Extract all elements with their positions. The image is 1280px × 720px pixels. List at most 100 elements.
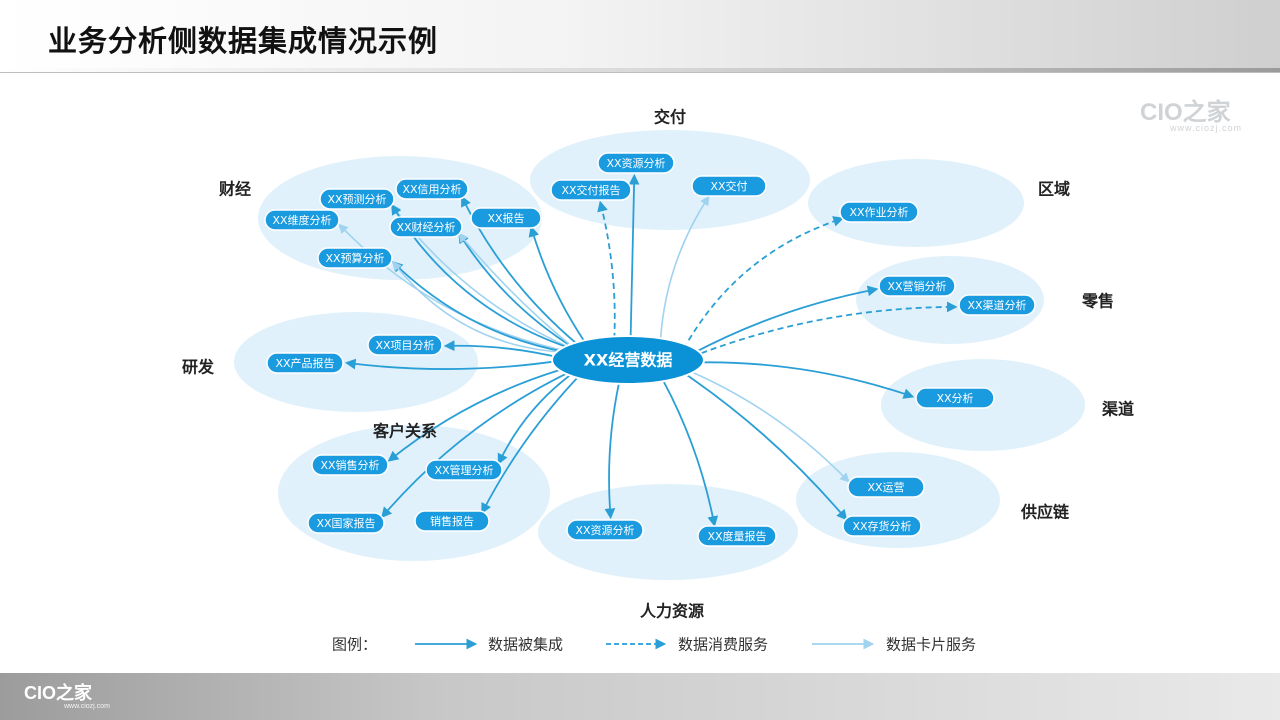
edge-solid-to-country-report: [380, 369, 573, 519]
node-report[interactable]: XX报告: [470, 207, 542, 229]
node-marketing-analysis[interactable]: XX营销分析: [878, 275, 956, 297]
node-forecast-analysis[interactable]: XX预测分析: [319, 188, 395, 210]
node-channel-analysis[interactable]: XX渠道分析: [958, 294, 1036, 316]
node-credit-analysis[interactable]: XX信用分析: [395, 178, 469, 200]
node-country-report-pill: [307, 512, 385, 534]
node-management-analysis-label: XX管理分析: [434, 463, 493, 477]
node-sales-analysis[interactable]: XX销售分析: [311, 454, 389, 476]
edge-light-to-budget-analysis: [392, 260, 568, 354]
node-report-label: XX报告: [487, 211, 524, 225]
edge-dashed-to-delivery-report: [597, 200, 616, 339]
node-channel-xx-analysis-pill: [915, 387, 995, 409]
node-channel-xx-analysis-label: XX分析: [936, 391, 973, 405]
legend-title: 图例：: [332, 636, 377, 654]
node-product-report-pill: [266, 352, 344, 374]
node-credit-analysis-pill: [395, 178, 469, 200]
node-finance-analysis[interactable]: XX财经分析: [389, 216, 463, 238]
node-management-analysis[interactable]: XX管理分析: [425, 459, 503, 481]
node-dimension-analysis[interactable]: XX维度分析: [264, 209, 340, 231]
edge-light-to-operations: [685, 368, 850, 483]
cluster-hr-label: 人力资源: [640, 602, 704, 621]
node-finance-analysis-label: XX财经分析: [396, 220, 455, 234]
node-project-analysis-pill: [367, 334, 443, 356]
title-bar: 业务分析侧数据集成情况示例: [0, 0, 1280, 73]
legend-label-light: 数据卡片服务: [886, 636, 976, 654]
node-budget-analysis[interactable]: XX预算分析: [317, 247, 393, 269]
node-forecast-analysis-label: XX预测分析: [327, 192, 386, 206]
edge-dashed-to-operation-analysis: [682, 216, 845, 350]
edge-solid-to-budget-analysis: [391, 260, 568, 354]
edge-solid-to-delivery-resource-analysis: [628, 173, 640, 339]
node-delivery[interactable]: XX交付: [691, 175, 767, 197]
footer-logo: CIO之家: [24, 683, 93, 703]
watermark-logo-text: CIO之家: [1139, 99, 1231, 126]
node-operations-label: XX运营: [867, 480, 904, 494]
node-channel-xx-analysis[interactable]: XX分析: [915, 387, 995, 409]
edge-light-to-finance-analysis: [458, 232, 575, 349]
node-operation-analysis-pill: [839, 201, 919, 223]
node-delivery-report-label: XX交付报告: [561, 183, 620, 197]
node-inventory-analysis-pill: [842, 515, 922, 537]
node-project-analysis-label: XX项目分析: [375, 338, 434, 352]
node-delivery-report[interactable]: XX交付报告: [550, 179, 632, 201]
edge-solid-to-sales-analysis: [387, 366, 568, 462]
node-budget-analysis-label: XX预算分析: [325, 251, 384, 265]
node-credit-analysis-label: XX信用分析: [402, 182, 461, 196]
node-metrics-report-label: XX度量报告: [707, 529, 766, 543]
node-marketing-analysis-label: XX营销分析: [887, 279, 946, 293]
node-budget-analysis-pill: [317, 247, 393, 269]
edge-solid-to-metrics-report: [661, 377, 719, 528]
node-dimension-analysis-label: XX维度分析: [272, 213, 331, 227]
node-channel-analysis-pill: [958, 294, 1036, 316]
cluster-delivery-label: 交付: [654, 108, 686, 127]
node-sales-report-label: 销售报告: [430, 514, 474, 528]
hub-node-label: XX经营数据: [584, 351, 673, 370]
footer-bar: CIO之家 www.ciozj.com: [0, 673, 1280, 720]
node-inventory-analysis-label: XX存货分析: [852, 519, 911, 533]
node-management-analysis-pill: [425, 459, 503, 481]
node-operation-analysis-label: XX作业分析: [849, 205, 908, 219]
node-country-report-label: XX国家报告: [316, 516, 375, 530]
node-product-report[interactable]: XX产品报告: [266, 352, 344, 374]
edge-solid-to-management-analysis: [497, 371, 575, 465]
node-sales-report[interactable]: 销售报告: [414, 510, 490, 532]
node-hr-resource-analysis[interactable]: XX资源分析: [566, 519, 644, 541]
edge-solid-to-project-analysis: [443, 340, 564, 360]
legend-label-dashed: 数据消费服务: [678, 636, 768, 654]
node-operations[interactable]: XX运营: [847, 476, 925, 498]
node-inventory-analysis[interactable]: XX存货分析: [842, 515, 922, 537]
footer-url: www.ciozj.com: [64, 703, 110, 710]
cluster-hr-area: [538, 484, 798, 580]
hub-node-ellipse: [551, 335, 705, 385]
node-metrics-report[interactable]: XX度量报告: [697, 525, 777, 547]
title-underline: [0, 68, 1280, 72]
node-finance-analysis-pill: [389, 216, 463, 238]
cluster-crm-area: [278, 425, 550, 561]
edge-solid-to-finance-analysis: [458, 232, 575, 349]
node-product-report-label: XX产品报告: [275, 356, 334, 370]
cluster-region-area: [808, 159, 1024, 247]
edge-solid-to-hr-resource-analysis: [604, 381, 621, 520]
node-metrics-report-pill: [697, 525, 777, 547]
edge-solid-to-channel-xx-analysis: [692, 361, 915, 399]
node-delivery-report-pill: [550, 179, 632, 201]
node-delivery-resource-analysis-pill: [597, 152, 675, 174]
node-country-report[interactable]: XX国家报告: [307, 512, 385, 534]
node-delivery-pill: [691, 175, 767, 197]
node-delivery-resource-analysis[interactable]: XX资源分析: [597, 152, 675, 174]
node-operations-pill: [847, 476, 925, 498]
edge-solid-to-sales-report: [481, 373, 581, 515]
hub-node[interactable]: XX经营数据: [551, 335, 705, 385]
edge-solid-to-product-report: [344, 358, 564, 370]
node-project-analysis[interactable]: XX项目分析: [367, 334, 443, 356]
node-operation-analysis[interactable]: XX作业分析: [839, 201, 919, 223]
cluster-crm-label: 客户关系: [373, 422, 437, 441]
cluster-region-label: 区域: [1038, 180, 1070, 199]
node-sales-analysis-pill: [311, 454, 389, 476]
edge-solid-to-marketing-analysis: [690, 285, 879, 356]
node-sales-analysis-label: XX销售分析: [320, 458, 379, 472]
watermark-url: www.ciozj.com: [1169, 123, 1242, 133]
node-report-pill: [470, 207, 542, 229]
legend-label-solid: 数据被集成: [488, 636, 563, 654]
